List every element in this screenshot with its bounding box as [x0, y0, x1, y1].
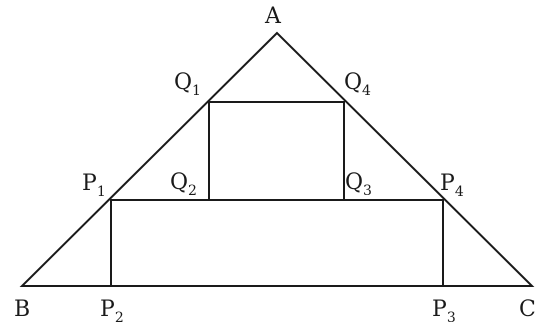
label-p3: P3 — [432, 297, 456, 325]
label-p4: P4 — [440, 171, 464, 200]
label-p1: P1 — [82, 171, 106, 200]
label-c: C — [519, 297, 536, 322]
label-q2-subscript: 2 — [188, 183, 197, 199]
label-q3: Q3 — [345, 170, 372, 199]
label-q1: Q1 — [174, 70, 201, 99]
label-q4: Q4 — [344, 70, 371, 99]
label-p2-subscript: 2 — [115, 310, 124, 325]
label-p2: P2 — [100, 297, 124, 325]
rectangle-q1-q2-q3-q4 — [208, 101, 345, 201]
label-p3-subscript: 3 — [447, 310, 456, 325]
triangle-abc — [19, 31, 535, 287]
label-b: B — [14, 297, 30, 322]
label-q3-subscript: 3 — [363, 183, 372, 199]
label-q1-subscript: 1 — [192, 83, 201, 99]
label-a: A — [264, 4, 282, 29]
rectangle-p1-p2-p3-p4 — [110, 199, 444, 287]
label-p4-subscript: 4 — [455, 184, 464, 200]
label-q2: Q2 — [170, 170, 197, 199]
label-q4-subscript: 4 — [362, 83, 371, 99]
label-p1-subscript: 1 — [97, 184, 106, 200]
